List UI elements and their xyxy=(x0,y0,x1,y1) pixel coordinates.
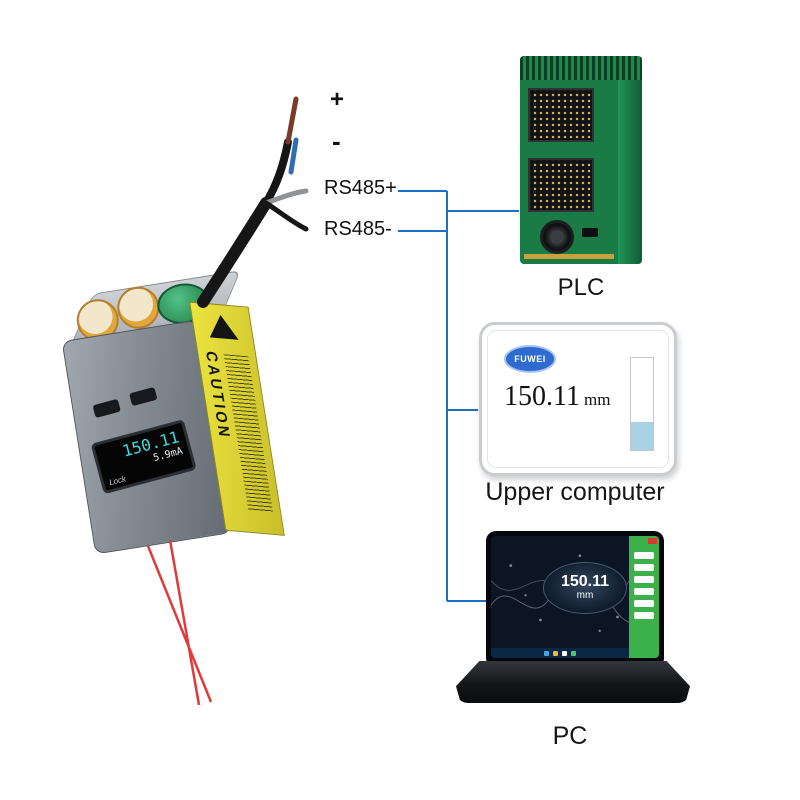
plc-device xyxy=(520,56,642,264)
upper-computer-label: Upper computer xyxy=(485,478,665,506)
pc-device: 150.11 mm xyxy=(456,531,690,717)
pc-reading-unit: mm xyxy=(576,590,594,601)
reading-unit: mm xyxy=(583,390,611,409)
sensor-oled-display: 150.11 5.9mA Lock xyxy=(90,419,197,495)
wire-label-minus: - xyxy=(332,126,341,156)
taskbar-icon xyxy=(562,650,567,656)
taskbar xyxy=(491,648,629,658)
laptop-display: 150.11 mm xyxy=(491,536,659,658)
laptop-base xyxy=(456,661,690,703)
wire-label-rs485-minus: RS485- xyxy=(324,218,392,240)
plc-usb-port xyxy=(582,228,598,237)
plc-heatsink xyxy=(520,56,642,80)
sensor-button xyxy=(92,398,121,419)
sidebar-button xyxy=(634,612,654,619)
laser-sensor-device: 150.11 5.9mA Lock CAUTION xyxy=(29,264,302,586)
laser-warning-icon xyxy=(206,313,239,340)
close-icon xyxy=(648,538,657,544)
pc-reading-value: 150.11 xyxy=(560,573,610,590)
plc-connector-top xyxy=(528,88,594,142)
sidebar-button xyxy=(634,552,654,559)
plc-connector-bottom xyxy=(528,158,594,212)
taskbar-icon xyxy=(571,650,576,656)
fuwei-logo: FUWEI xyxy=(504,345,556,373)
sidebar-button xyxy=(634,576,654,583)
wire-label-rs485-plus: RS485+ xyxy=(324,177,397,199)
sidebar-button xyxy=(634,600,654,607)
sensor-button xyxy=(129,386,158,407)
plc-label: PLC xyxy=(557,274,605,301)
software-sidebar xyxy=(629,536,659,658)
laptop-screen: 150.11 mm xyxy=(486,531,664,663)
reading-value: 150.11 xyxy=(504,381,580,412)
taskbar-icon xyxy=(553,650,558,656)
measurement-oval: 150.11 mm xyxy=(543,562,627,614)
scrollbar xyxy=(630,357,654,451)
taskbar-icon xyxy=(544,650,549,656)
wire-label-plus: + xyxy=(330,86,345,113)
pc-label: PC xyxy=(552,722,588,750)
plc-side-panel xyxy=(618,80,642,264)
plc-gold-strip xyxy=(524,254,614,259)
sidebar-button xyxy=(634,588,654,595)
scrollbar-fill xyxy=(631,422,653,450)
sidebar-button xyxy=(634,564,654,571)
plc-round-port xyxy=(540,220,574,254)
